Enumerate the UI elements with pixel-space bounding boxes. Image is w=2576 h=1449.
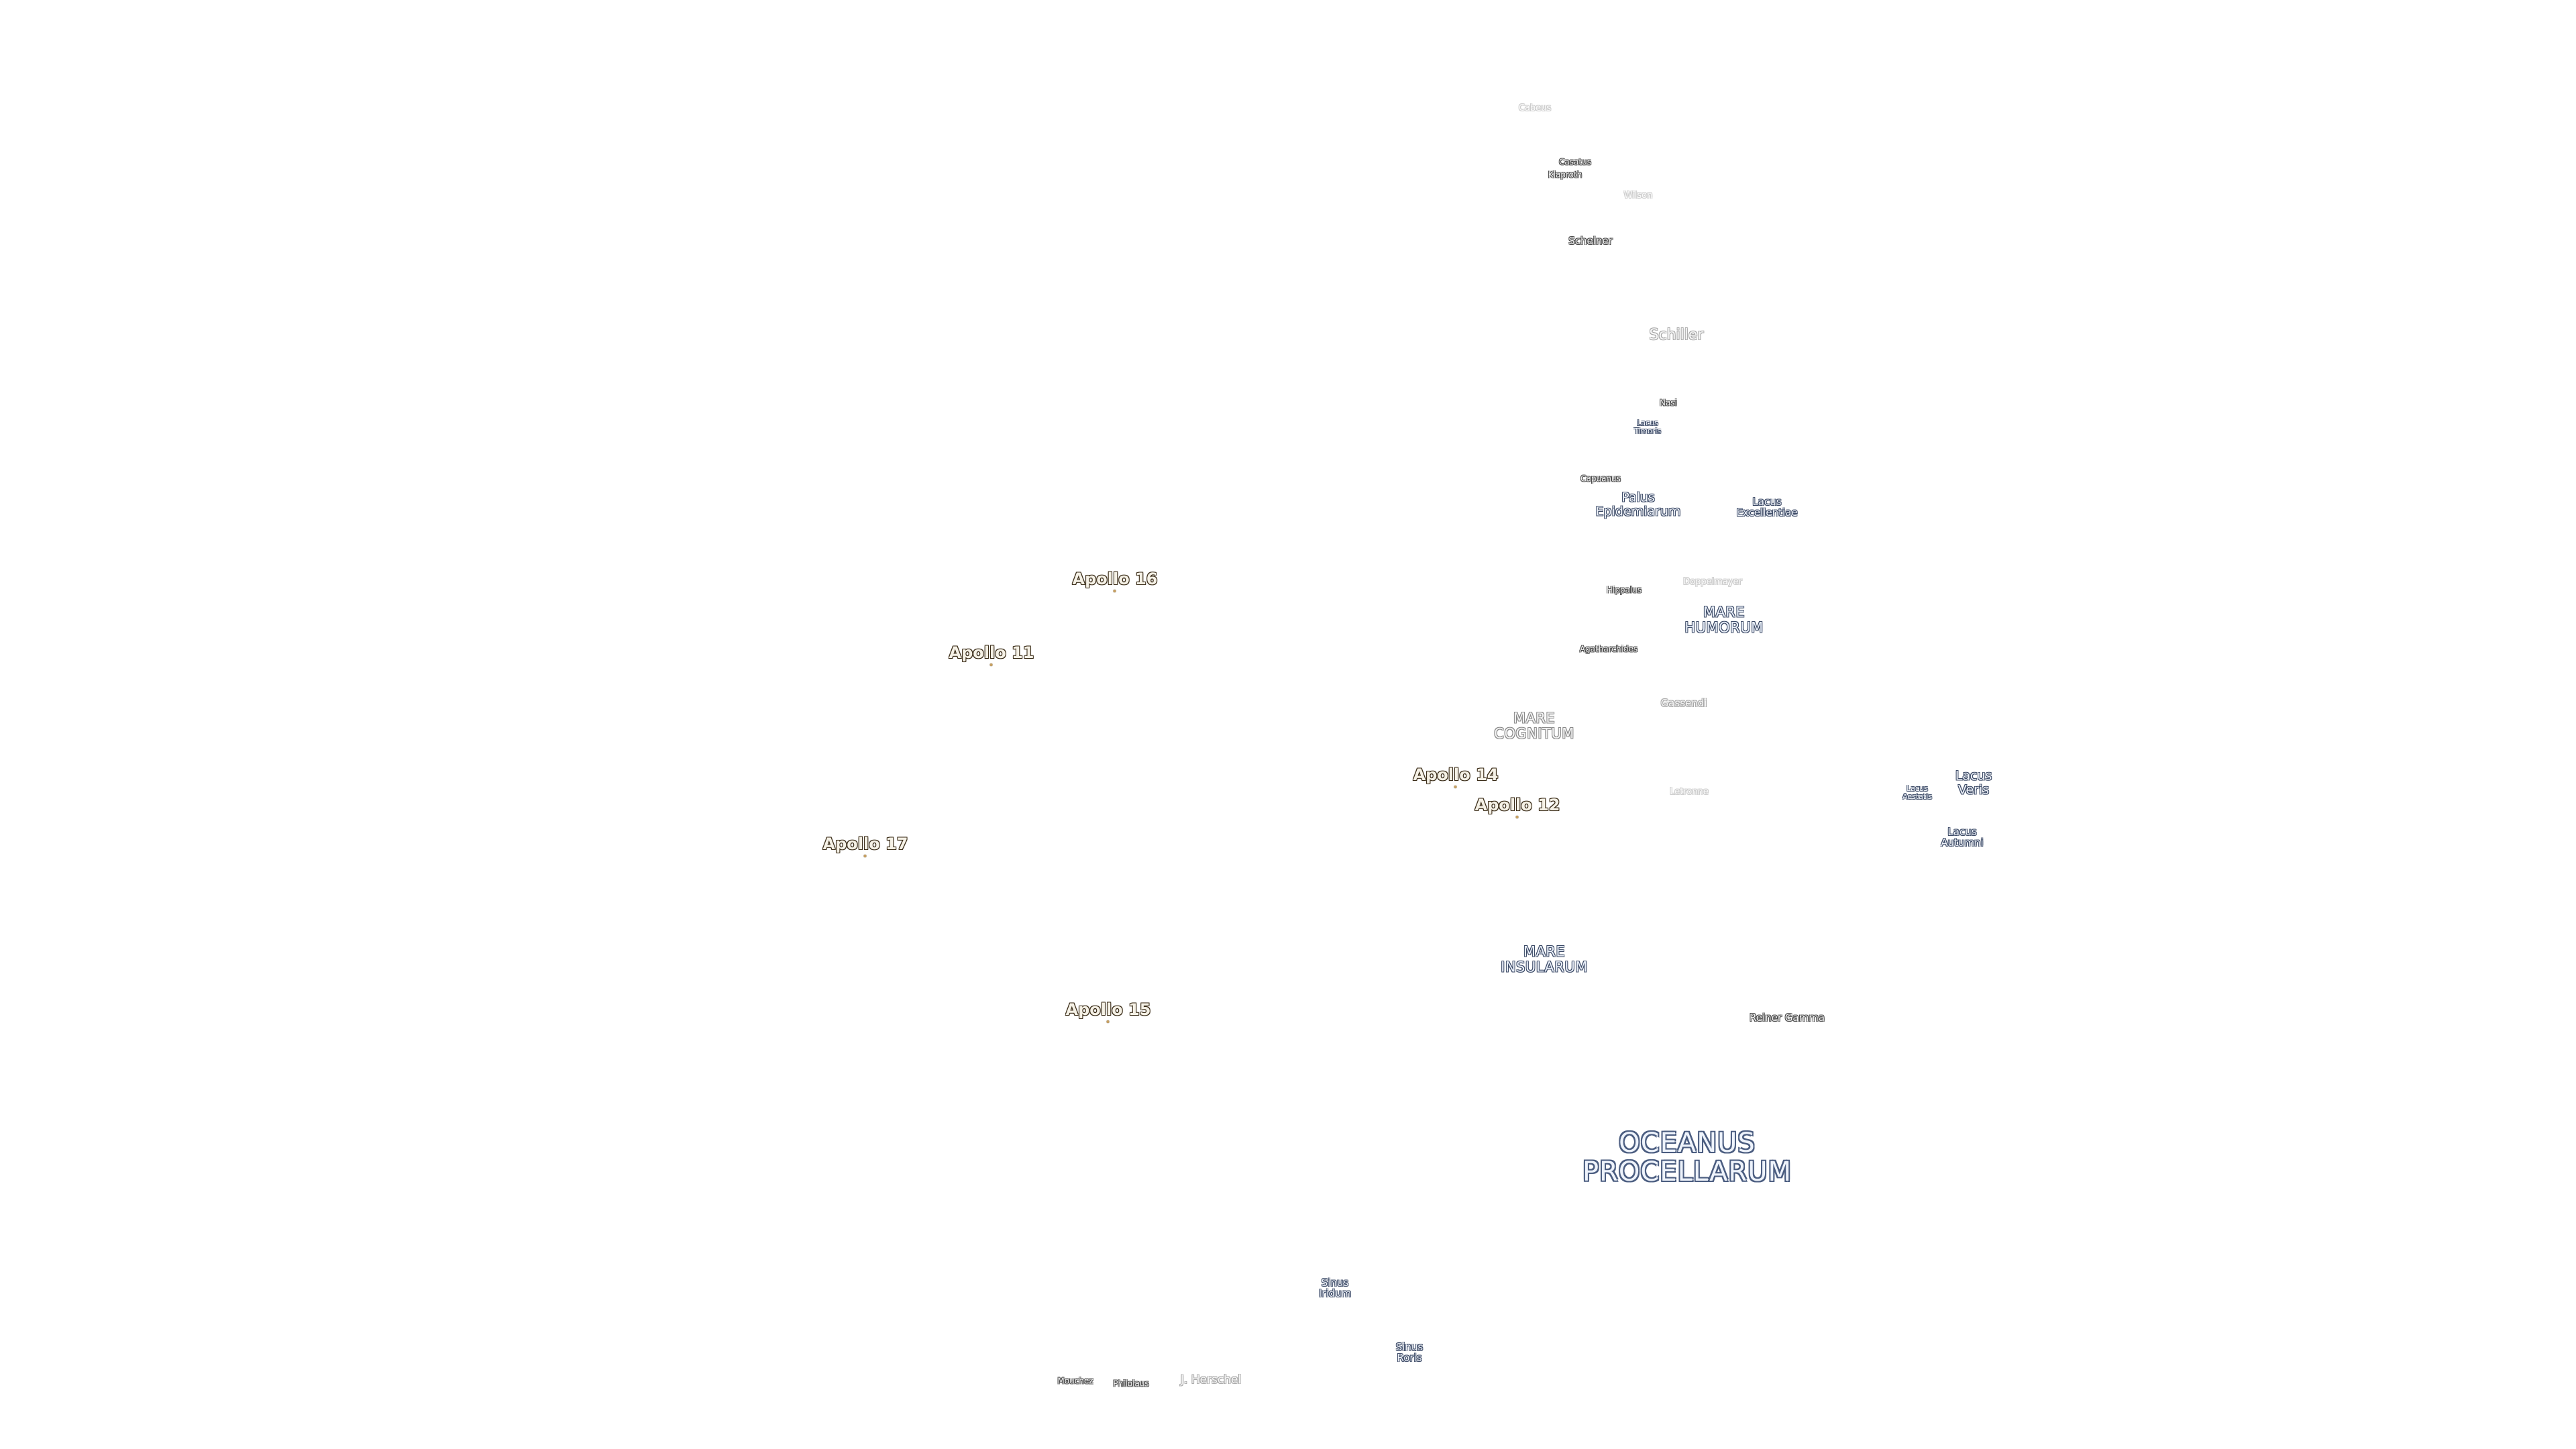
lacus-veris-label: Lacus Veris	[1955, 768, 1992, 797]
mare-humorum-label: MARE HUMORUM	[1684, 604, 1764, 635]
lacus-timoris-label: Lacus Timoris	[1633, 419, 1662, 435]
sinus-iridum-label: Sinus Iridum	[1318, 1276, 1352, 1299]
scheiner-crater-label: Scheiner	[1568, 234, 1613, 247]
klaproth-crater-label: Klaproth	[1548, 170, 1582, 180]
apollo-16-marker	[1114, 589, 1116, 592]
cabeus-crater-label: Cabeus	[1518, 103, 1552, 113]
mare-cognitum-label: MARE COGNITUM	[1494, 710, 1574, 741]
palus-epidemiarum-label: Palus Epidemiarum	[1595, 490, 1681, 519]
lacus-excellentiae-label: Lacus Excellentiae	[1736, 495, 1798, 519]
apollo-16-label[interactable]: Apollo 16	[1072, 570, 1158, 592]
agatharchides-crater-label: Agatharchides	[1579, 644, 1638, 654]
lacus-autumni-label: Lacus Autumni	[1941, 825, 1984, 849]
j-herschel-crater-label: J. Herschel	[1180, 1373, 1242, 1387]
oceanus-procellarum-label: OCEANUS PROCELLARUM	[1582, 1127, 1792, 1187]
apollo-15-marker	[1107, 1020, 1110, 1023]
apollo-17-label[interactable]: Apollo 17	[822, 835, 908, 857]
apollo-14-marker	[1454, 785, 1457, 788]
reiner-gamma-label: Reiner Gamma	[1749, 1011, 1825, 1024]
schiller-crater-label: Schiller	[1649, 327, 1704, 344]
apollo-15-label[interactable]: Apollo 15	[1065, 1000, 1151, 1023]
mare-insularum-label: MARE INSULARUM	[1501, 943, 1588, 975]
gassendi-crater-label: Gassendi	[1660, 696, 1707, 709]
apollo-14-text: Apollo 14	[1413, 765, 1499, 785]
philolaus-crater-label: Philolaus	[1113, 1379, 1149, 1389]
apollo-11-label[interactable]: Apollo 11	[949, 643, 1034, 666]
lacus-aestatis-label: Lacus Aestatis	[1902, 784, 1932, 801]
apollo-12-label[interactable]: Apollo 12	[1474, 796, 1560, 818]
sinus-roris-label: Sinus Roris	[1395, 1340, 1424, 1364]
apollo-16-text: Apollo 16	[1072, 570, 1158, 589]
apollo-17-text: Apollo 17	[822, 835, 908, 854]
apollo-15-text: Apollo 15	[1065, 1000, 1151, 1020]
mouchez-crater-label: Mouchez	[1057, 1376, 1093, 1386]
hippalus-crater-label: Hippalus	[1606, 585, 1642, 595]
apollo-14-label[interactable]: Apollo 14	[1413, 765, 1499, 788]
letronne-crater-label: Letronne	[1670, 786, 1709, 797]
capuanus-crater-label: Capuanus	[1580, 474, 1621, 484]
apollo-11-marker	[990, 663, 993, 666]
casatus-crater-label: Casatus	[1559, 157, 1591, 167]
wilson-crater-label: Wilson	[1623, 190, 1653, 201]
nasi-crater-label: Nasi	[1660, 398, 1677, 408]
apollo-12-marker	[1516, 815, 1519, 818]
apollo-12-text: Apollo 12	[1474, 796, 1560, 815]
apollo-11-text: Apollo 11	[949, 643, 1034, 663]
apollo-17-marker	[864, 854, 867, 857]
doppelmayer-crater-label: Doppelmayer	[1683, 576, 1742, 587]
